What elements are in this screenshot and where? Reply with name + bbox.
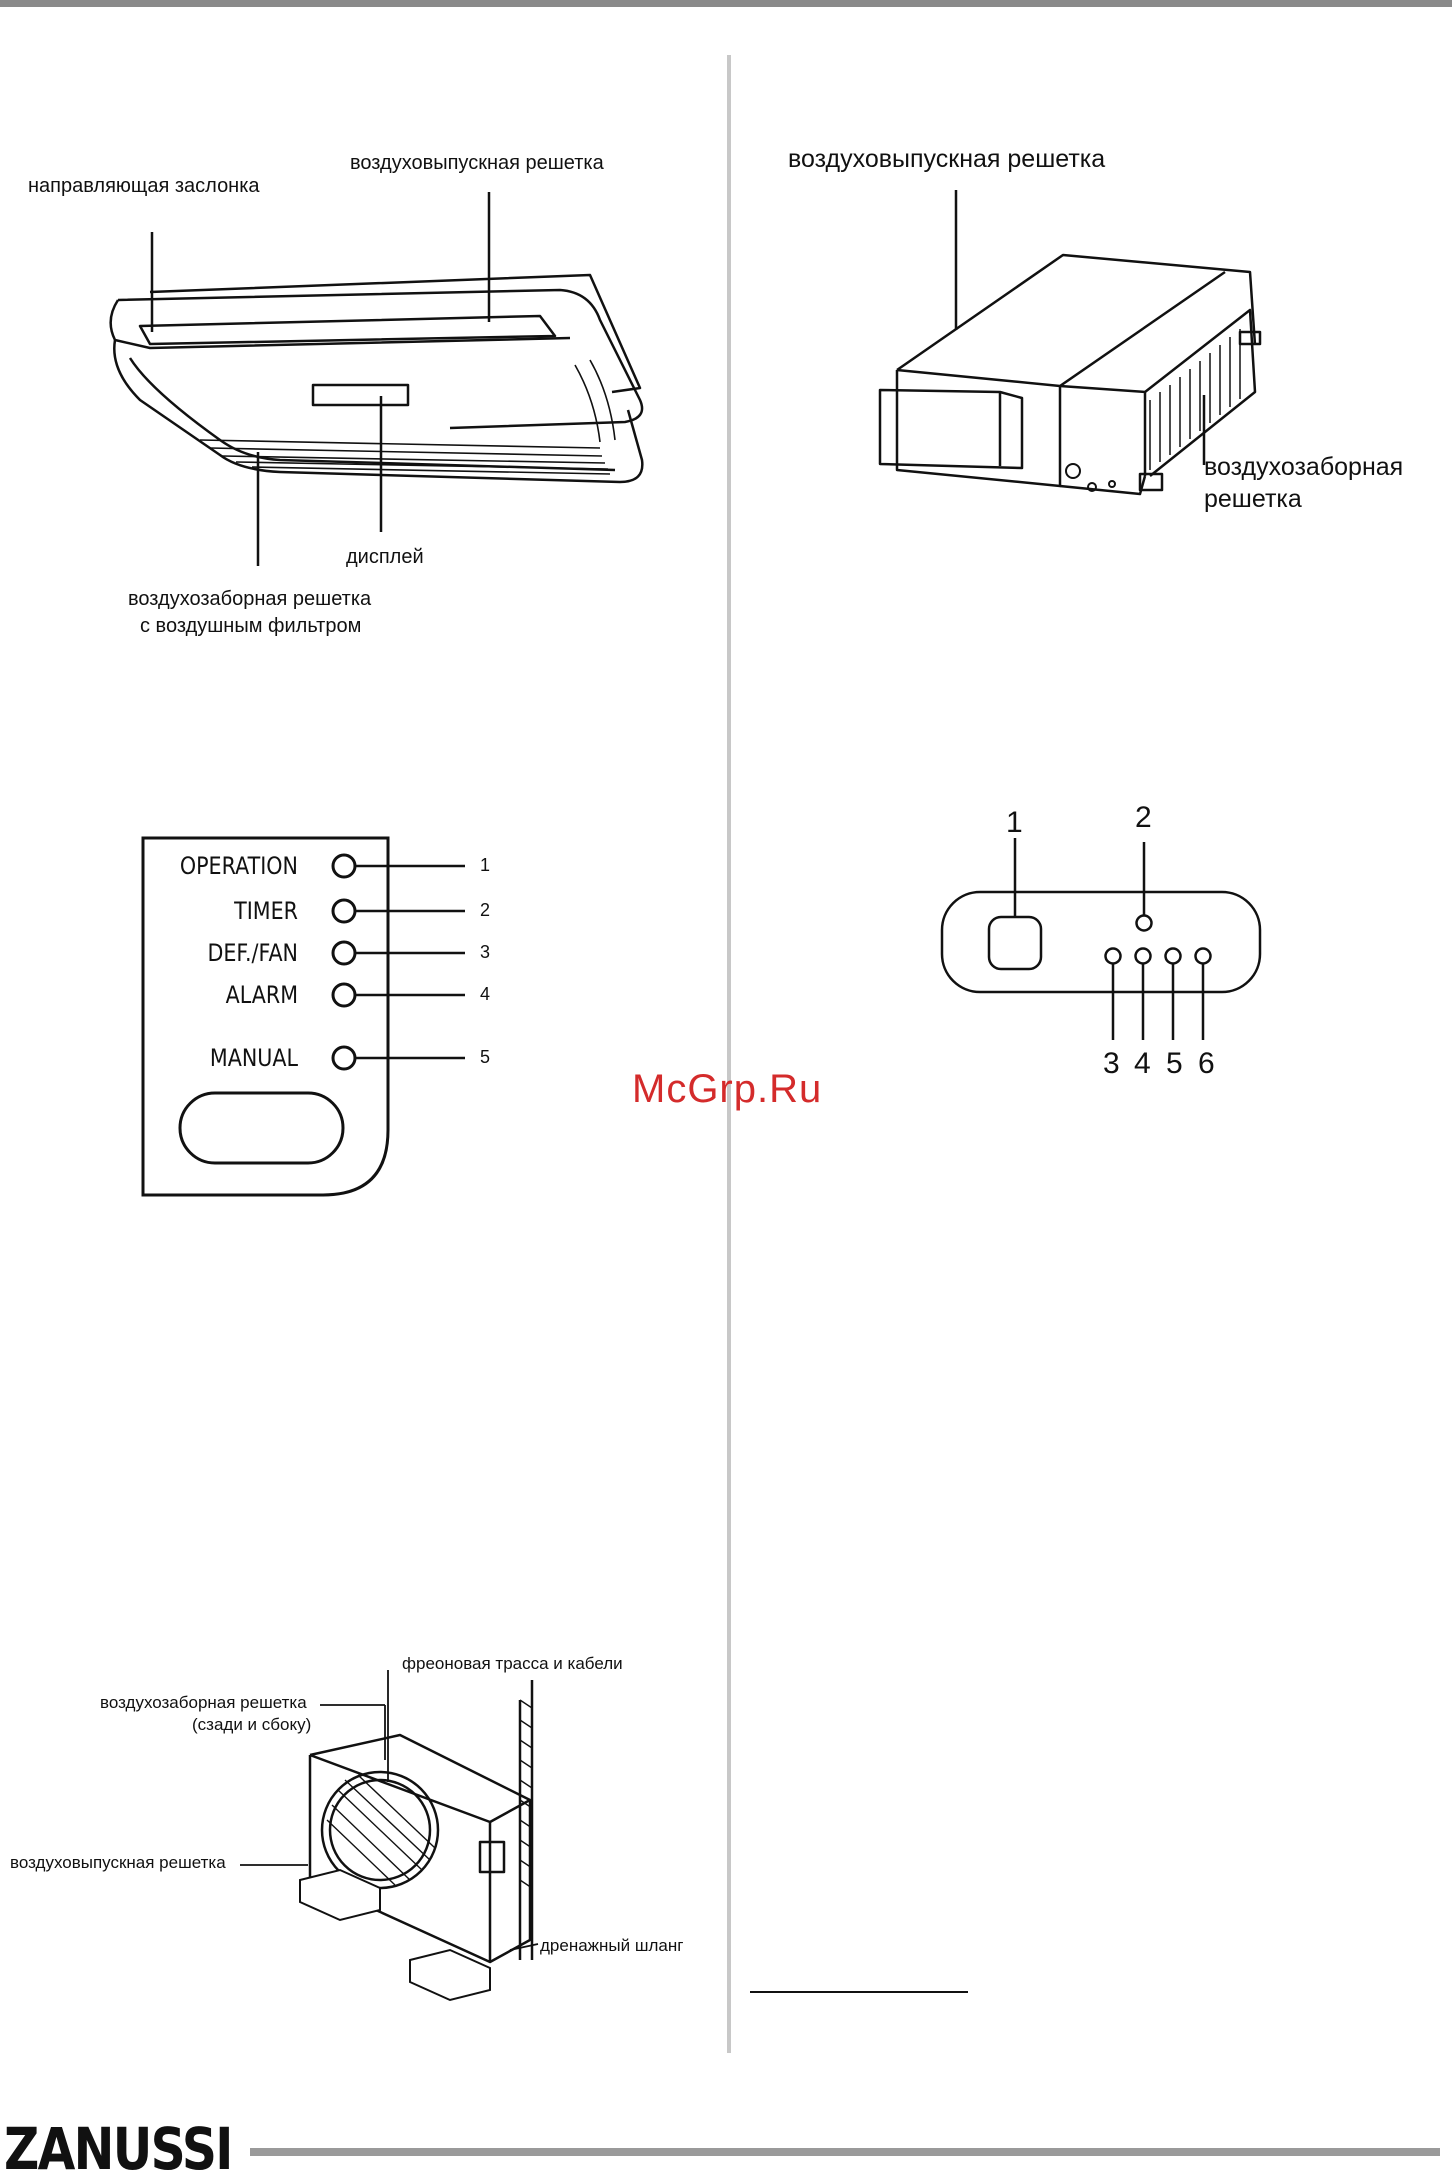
label-drain-hose: дренажный шланг (540, 1936, 684, 1955)
indicator-alarm: ALARM (225, 981, 298, 1009)
brand-logo: ZANUSSI (4, 2115, 233, 2183)
callout-5: 5 (480, 1047, 491, 1067)
receiver-panel-illustration (940, 838, 1262, 1040)
label-outdoor-inlet-2: (сзади и сбоку) (192, 1715, 312, 1734)
label-duct-outlet-grille: воздуховыпускная решетка (788, 145, 1106, 173)
receiver-callout-4: 4 (1134, 1047, 1151, 1080)
outdoor-unit-illustration (240, 1670, 539, 2002)
column-divider (727, 55, 731, 2053)
callout-1: 1 (480, 855, 491, 875)
footnote-rule (750, 1991, 968, 1993)
label-duct-inlet-grille-2: решетка (1204, 485, 1302, 513)
indicator-panel-frame (141, 836, 465, 1197)
duct-unit-illustration (878, 190, 1262, 496)
label-guide-flap: направляющая заслонка (28, 175, 260, 197)
receiver-callout-5: 5 (1166, 1047, 1183, 1080)
indicator-def-fan: DEF./FAN (207, 939, 298, 967)
callout-3: 3 (480, 942, 491, 962)
label-duct-inlet-grille: воздухозаборная (1204, 453, 1404, 481)
label-refrigerant-lines: фреоновая трасса и кабели (402, 1654, 623, 1673)
indicator-manual: MANUAL (209, 1044, 298, 1072)
ceiling-unit-illustration (109, 192, 644, 566)
indicator-operation: OPERATION (179, 852, 298, 880)
label-display: дисплей (346, 546, 424, 568)
label-inlet-grille: воздухозаборная решетка (128, 588, 372, 610)
receiver-callout-3: 3 (1103, 1047, 1120, 1080)
callout-4: 4 (480, 984, 491, 1004)
receiver-callout-2: 2 (1135, 801, 1152, 834)
label-outdoor-inlet: воздухозаборная решетка (100, 1693, 307, 1712)
label-outdoor-outlet: воздуховыпускная решетка (10, 1853, 226, 1872)
indicator-timer: TIMER (234, 897, 298, 925)
receiver-callout-6: 6 (1198, 1047, 1215, 1080)
bottom-rule (250, 2148, 1440, 2156)
callout-2: 2 (480, 900, 491, 920)
watermark: McGrp.Ru (632, 1067, 823, 1111)
receiver-callout-1: 1 (1006, 806, 1023, 839)
label-inlet-grille-filter: с воздушным фильтром (140, 615, 362, 637)
label-outlet-grille: воздуховыпускная решетка (350, 152, 604, 174)
top-rule (0, 0, 1452, 7)
